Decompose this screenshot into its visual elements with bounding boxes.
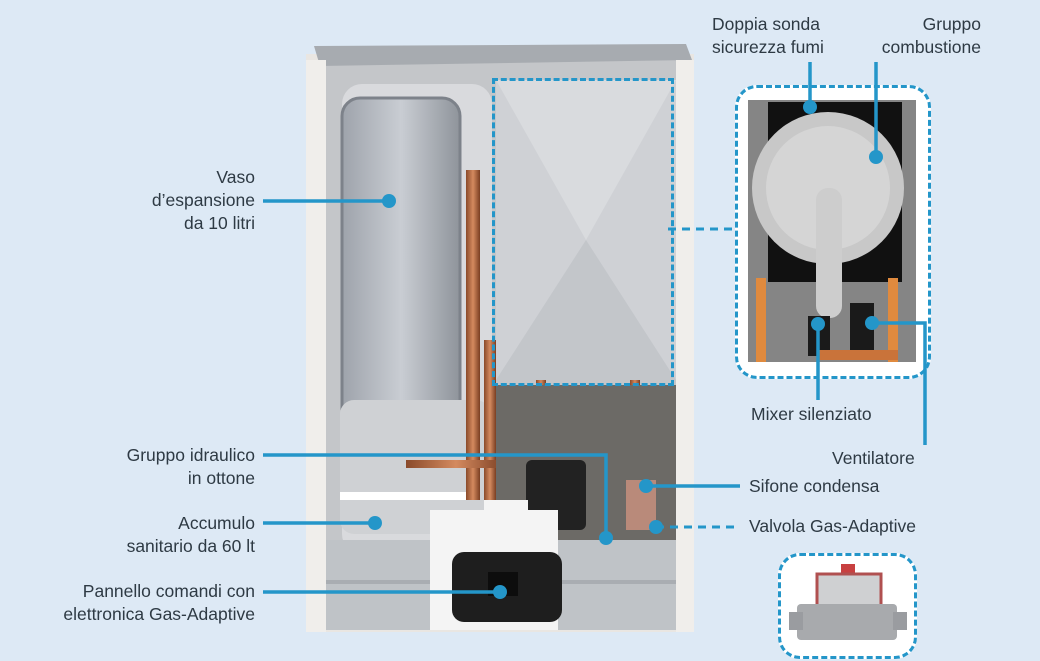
marker-ventilatore xyxy=(865,316,879,330)
label-line: Vaso xyxy=(216,167,255,187)
combustion-group-highlight xyxy=(492,78,674,386)
marker-pannello xyxy=(493,585,507,599)
label-line: Gruppo idraulico xyxy=(126,445,255,465)
label-line: sanitario da 60 lt xyxy=(126,536,255,556)
marker-gruppo-combustione xyxy=(869,150,883,164)
marker-gruppo-idraulico xyxy=(599,531,613,545)
boiler-image xyxy=(306,40,694,632)
label-doppia-sonda: Doppia sonda sicurezza fumi xyxy=(712,13,824,59)
marker-valvola xyxy=(649,520,663,534)
label-line: Gruppo xyxy=(922,14,981,34)
label-line: Mixer silenziato xyxy=(751,404,872,424)
label-line: Ventilatore xyxy=(832,448,915,468)
label-accumulo-sanitario: Accumulo sanitario da 60 lt xyxy=(127,512,255,558)
combustion-group-detail xyxy=(735,85,931,379)
marker-doppia-sonda xyxy=(803,100,817,114)
label-line: combustione xyxy=(881,37,981,57)
label-line: elettronica Gas-Adaptive xyxy=(63,604,255,624)
label-line: Pannello comandi con xyxy=(82,581,255,601)
label-line: Sifone condensa xyxy=(749,476,880,496)
label-ventilatore: Ventilatore xyxy=(832,447,915,470)
label-vaso-espansione: Vaso d’espansione da 10 litri xyxy=(152,166,255,235)
label-line: sicurezza fumi xyxy=(712,37,824,57)
label-sifone-condensa: Sifone condensa xyxy=(749,475,879,498)
marker-mixer xyxy=(811,317,825,331)
leader-ventilatore xyxy=(872,321,927,445)
label-line: d’espansione xyxy=(151,190,255,210)
label-line: in ottone xyxy=(187,468,255,488)
label-pannello-comandi: Pannello comandi con elettronica Gas-Ada… xyxy=(63,580,255,626)
marker-accumulo xyxy=(368,516,382,530)
gas-valve-detail xyxy=(778,553,917,659)
marker-sifone xyxy=(639,479,653,493)
label-gruppo-idraulico: Gruppo idraulico in ottone xyxy=(127,444,255,490)
label-valvola-gas-adaptive: Valvola Gas-Adaptive xyxy=(749,515,916,538)
label-line: Doppia sonda xyxy=(712,14,820,34)
leader-gruppo-idraulico xyxy=(263,453,608,538)
label-line: Accumulo xyxy=(178,513,255,533)
marker-vaso xyxy=(382,194,396,208)
label-gruppo-combustione: Gruppo combustione xyxy=(882,13,981,59)
label-line: da 10 litri xyxy=(183,213,255,233)
label-mixer-silenziato: Mixer silenziato xyxy=(751,403,872,426)
label-line: Valvola Gas-Adaptive xyxy=(749,516,916,536)
